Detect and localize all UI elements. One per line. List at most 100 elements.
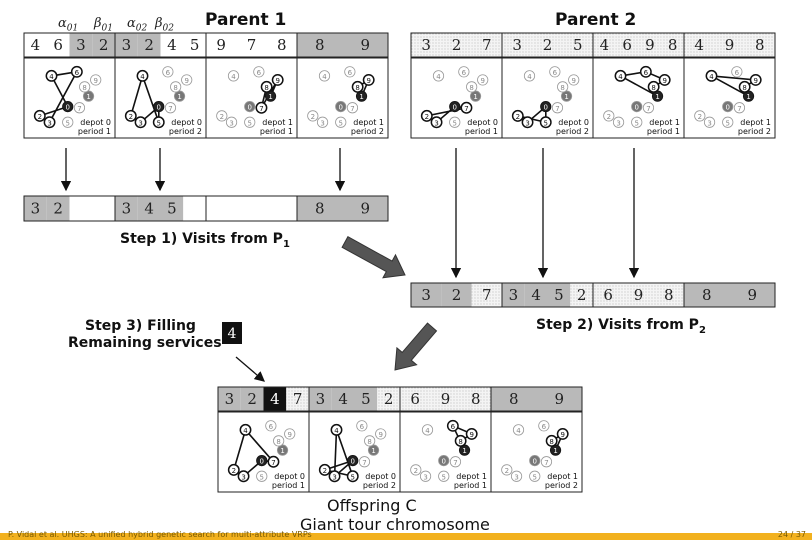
step-3-box xyxy=(222,322,242,344)
step-2-chromosome-cell xyxy=(623,283,654,307)
offspring-panel-node-label: 7 xyxy=(453,459,457,467)
offspring-panel-node-label: 8 xyxy=(367,438,371,446)
parent-1-panel-node-label: 5 xyxy=(157,119,161,127)
parent-1-panel-node-label: 3 xyxy=(320,119,324,127)
parent-2-chromosome-gene: 9 xyxy=(725,36,735,54)
parent-1-chromosome-gene: 8 xyxy=(315,36,325,54)
parent-1-panel-node-label: 6 xyxy=(257,69,262,77)
parent-1-chromosome-cell xyxy=(206,33,237,57)
parent-2-panel-node-label: 3 xyxy=(616,119,620,127)
step-1-chromosome-gene: 9 xyxy=(360,200,370,218)
parent-1-chromosome-cell xyxy=(92,33,115,57)
parent-1-panel-node xyxy=(90,74,102,86)
offspring-panel-node xyxy=(449,456,462,468)
parent-1-panel-depot-period-label: depot 0 xyxy=(80,118,111,127)
parent-2-chromosome-segment xyxy=(683,32,776,58)
offspring-panel-node-label: 6 xyxy=(451,423,456,431)
parent-1-chromosome-segment xyxy=(296,32,389,58)
parent-1-panel-node-label: 3 xyxy=(229,119,233,127)
parent-2-panel-node-label: 4 xyxy=(618,73,623,81)
offspring-chromosome-gene: 5 xyxy=(361,390,371,408)
offspring-panel-depot-period-label: period 1 xyxy=(454,481,487,490)
offspring-panel-node xyxy=(227,463,240,476)
step-1-chromosome-cell xyxy=(342,196,388,221)
parent-1-chromosome-cell xyxy=(115,33,138,57)
parent-2-chromosome-cell xyxy=(638,33,662,57)
step-2-chromosome-cell xyxy=(524,283,548,307)
offspring-chromosome-segment xyxy=(490,386,583,412)
step-1-chromosome-cell xyxy=(160,196,184,221)
step-2-chromosome-segment xyxy=(683,282,776,308)
parent-1-panel-node xyxy=(316,116,329,128)
parent-1-panel-node xyxy=(43,116,56,129)
giant-tour-title: Giant tour chromosome xyxy=(300,515,490,534)
parent-1-panel-node xyxy=(216,110,228,122)
parent-1-panel-node-label: 3 xyxy=(138,119,142,127)
parent-1-panel-node-label: 8 xyxy=(355,84,359,92)
parent-1-panel-node-label: 1 xyxy=(359,93,363,101)
offspring-panel-node xyxy=(410,464,422,476)
parent-2-panel-node xyxy=(694,110,706,122)
parent-2-panel-node xyxy=(458,66,470,78)
parent-2-panel-node-label: 3 xyxy=(434,119,438,127)
offspring-panel-node xyxy=(237,470,250,483)
parent-2-panel-node-label: 1 xyxy=(655,93,659,101)
parent-1-panel-node xyxy=(82,90,95,102)
parent-1-chromosome-cell xyxy=(236,33,267,57)
parent-1-panel-node xyxy=(136,69,149,82)
offspring-panel-node-label: 4 xyxy=(516,427,521,435)
parent-1-panel-node xyxy=(255,101,268,114)
parent-1-chromosome-cell xyxy=(24,33,47,57)
step-2-chromosome-cell xyxy=(441,283,472,307)
offspring-panel-node-label: 2 xyxy=(323,467,327,475)
parent-2-panel-depot-period-label: depot 1 xyxy=(649,118,680,127)
offspring-panel-node-label: 7 xyxy=(544,459,548,467)
step-1-chromosome-cell xyxy=(206,196,237,221)
parent-1-chromosome-gene: 9 xyxy=(360,36,370,54)
parent-2-chromosome-cell xyxy=(441,33,472,57)
parent-2-panel-node-label: 9 xyxy=(571,77,575,85)
step-1-chromosome-gene: 5 xyxy=(167,200,177,218)
step-2-chromosome-cell xyxy=(411,283,442,307)
parent-1-panel-node xyxy=(45,69,58,82)
parent-1-panel-node-label: 2 xyxy=(38,113,42,121)
parent-2-panel-node-label: 6 xyxy=(735,69,740,77)
offspring-panel-node xyxy=(538,420,550,432)
parent-1-panel-node-label: 1 xyxy=(86,93,90,101)
offspring-chromosome-gene: 3 xyxy=(316,390,326,408)
step-2-chromosome-gene: 9 xyxy=(747,286,757,304)
offspring-chromosome-cell xyxy=(240,387,264,411)
beta-01-label: β01 xyxy=(94,16,113,34)
beta-02-label: β02 xyxy=(155,16,174,34)
step-1-chromosome-cell xyxy=(137,196,161,221)
parent-2-chromosome-cell xyxy=(615,33,639,57)
offspring-panel-node-label: 9 xyxy=(378,431,382,439)
step-1-chromosome-segment xyxy=(296,195,389,222)
step-2-chromosome-gene: 9 xyxy=(634,286,644,304)
parent-1-panel-node xyxy=(351,80,364,93)
offspring-panel-depot-period-label: depot 0 xyxy=(365,472,396,481)
parent-2-panel-node xyxy=(560,90,573,102)
offspring-chromosome-gene: 8 xyxy=(471,390,481,408)
parent-1-chromosome-gene: 2 xyxy=(144,36,154,54)
offspring-panel-node xyxy=(364,435,376,447)
parent-1-panel-node xyxy=(170,81,182,93)
offspring-panel-node xyxy=(265,420,277,432)
offspring-panel-node-label: 4 xyxy=(334,427,339,435)
offspring-panel-node xyxy=(358,456,371,468)
parent-1-panel-node-label: 0 xyxy=(248,104,252,112)
step-1-chromosome-cell xyxy=(236,196,267,221)
offspring-panel-depot-period-label: depot 0 xyxy=(274,472,305,481)
parent-2-panel-node-label: 9 xyxy=(480,77,484,85)
parent-1-panel-node-label: 1 xyxy=(177,93,181,101)
offspring-panel-depot-period-label: depot 1 xyxy=(547,472,578,481)
step-2-chromosome-gene: 7 xyxy=(482,286,492,304)
offspring-chromosome-cell xyxy=(309,387,332,411)
